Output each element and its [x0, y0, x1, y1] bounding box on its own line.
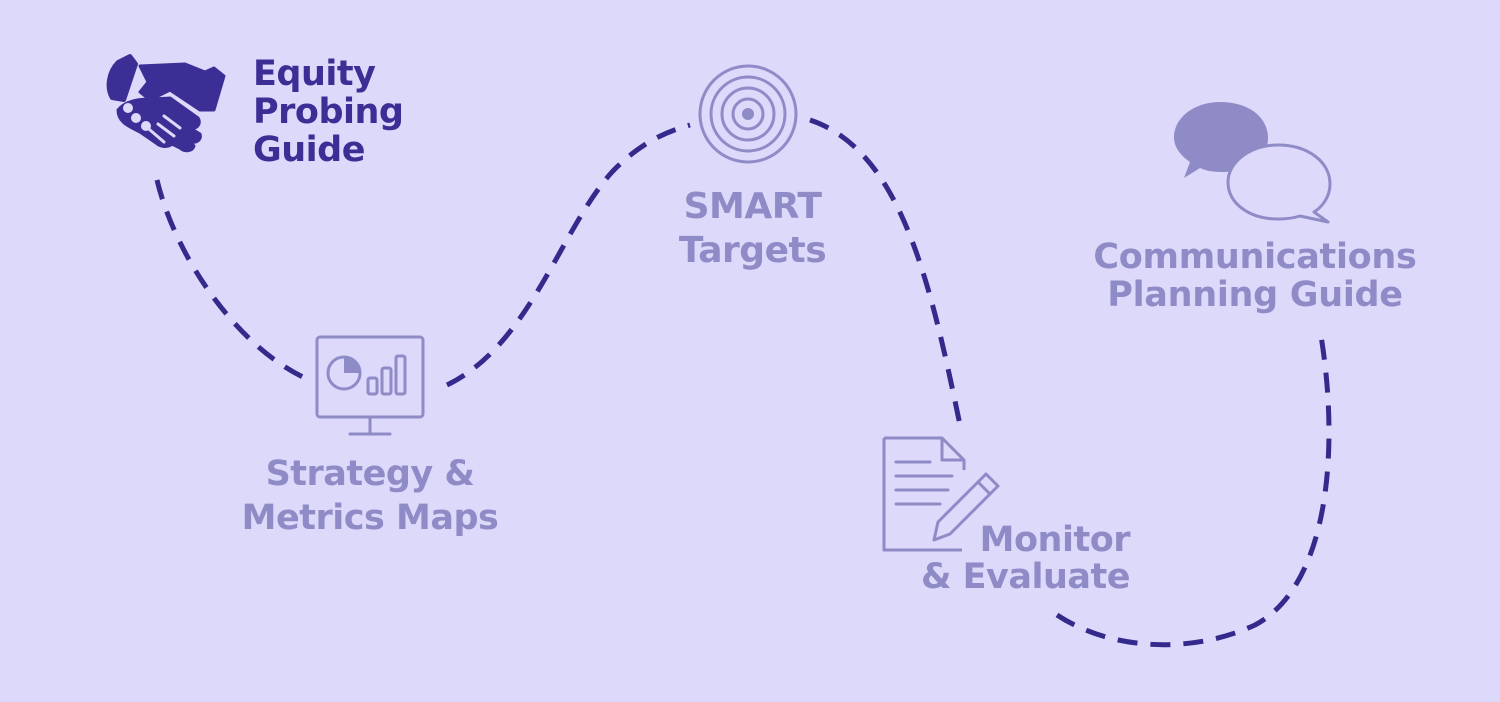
- step-label-equity-probing-guide: Equity Probing Guide: [253, 54, 404, 170]
- step-label-strategy-metrics-maps: Strategy & Metrics Maps: [241, 454, 499, 538]
- step-label-communications-planning-guide: Communications Planning Guide: [1093, 237, 1417, 315]
- path-segment-smart-to-monitor: [809, 117, 963, 426]
- step-label-monitor-evaluate: Monitor & Evaluate: [920, 520, 1131, 597]
- path-segment-monitor-to-comm: [1055, 329, 1332, 648]
- path-segment-strategy-to-smart: [445, 122, 691, 388]
- step-label-smart-targets: SMART Targets: [678, 186, 827, 271]
